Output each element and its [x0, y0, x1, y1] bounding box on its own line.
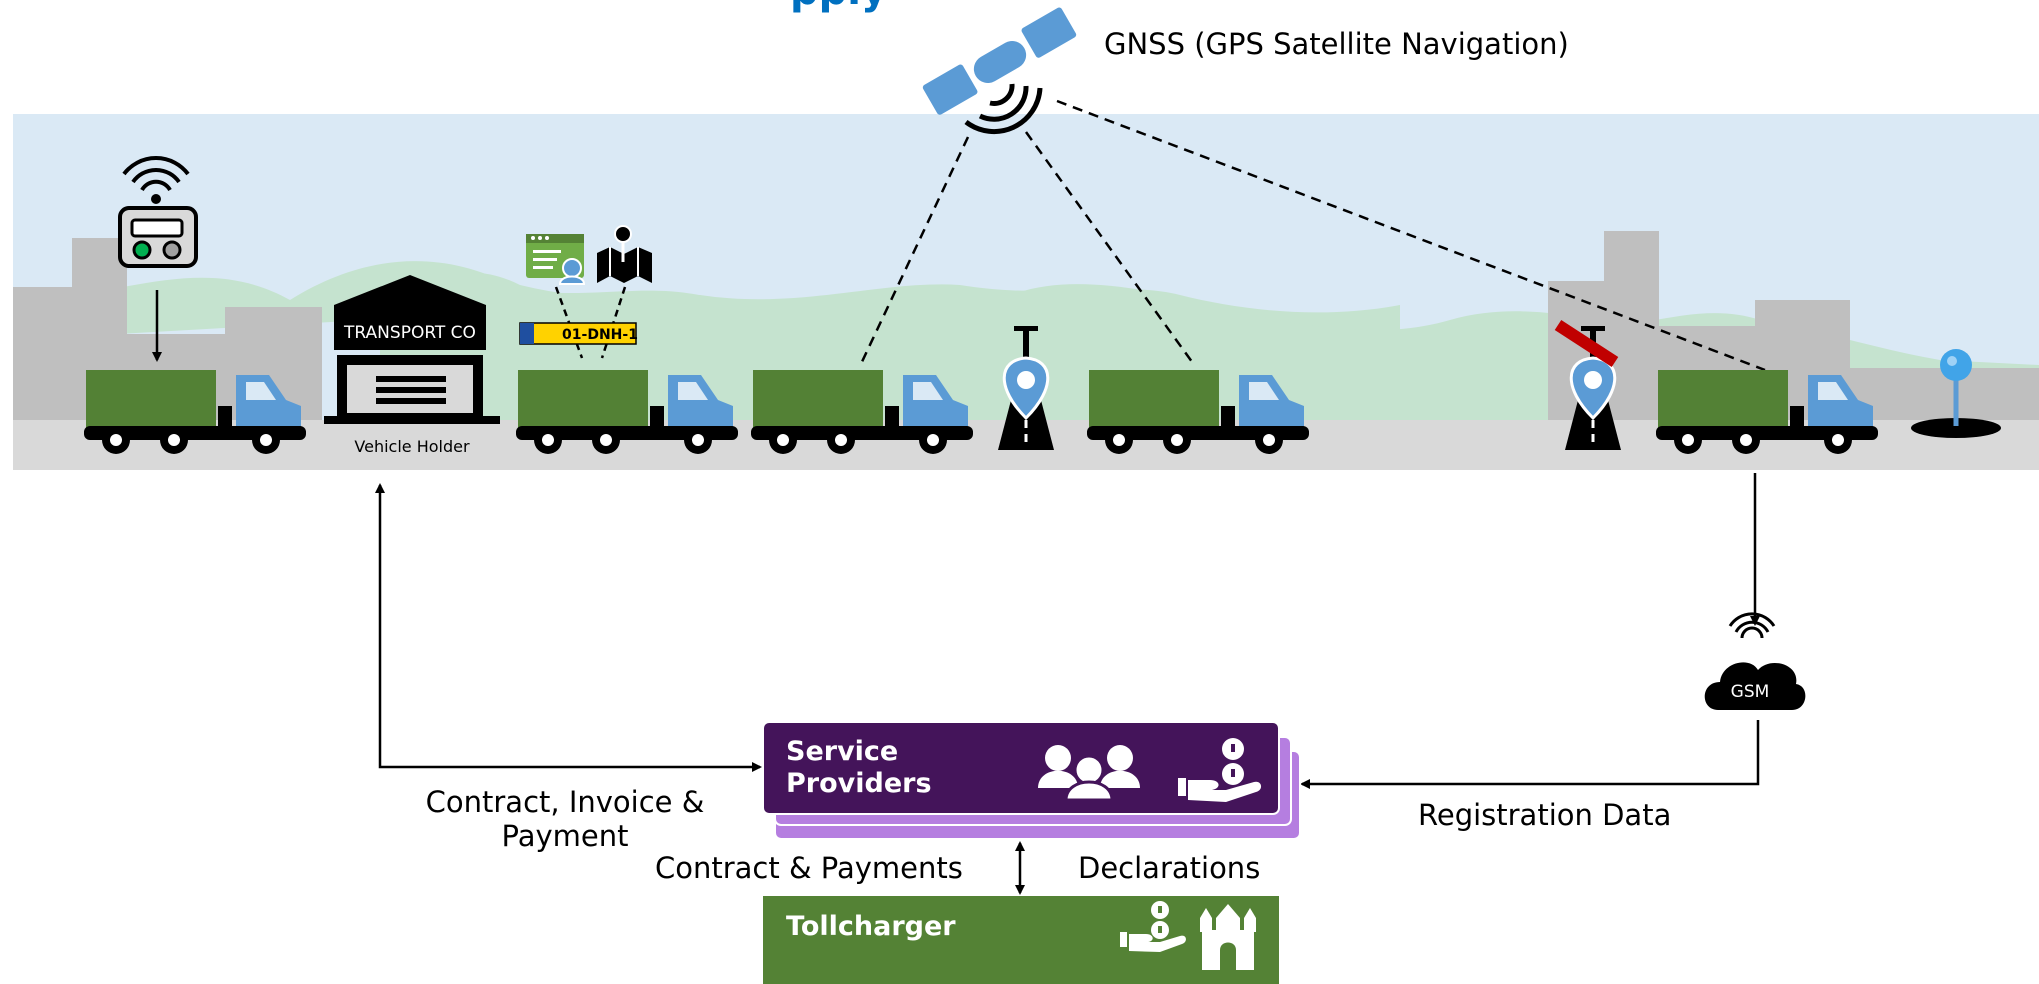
- people-icon: [1038, 745, 1140, 802]
- obu-device-icon: [118, 156, 198, 268]
- license-plate: 01-DNH-1: [519, 322, 638, 345]
- contract-payments-label: Contract & Payments: [655, 851, 963, 885]
- vehicle-holder-label: Vehicle Holder: [354, 437, 470, 456]
- gnss-links: [858, 99, 1766, 372]
- web-profile-icon: [526, 234, 586, 285]
- tollcharger-box: [763, 896, 1279, 984]
- service-providers-box: [762, 721, 1301, 840]
- registration-connector: [1300, 720, 1760, 789]
- satellite-icon: [922, 7, 1077, 134]
- service-providers-line1: Service: [786, 736, 898, 767]
- service-providers-line2: Providers: [786, 768, 932, 799]
- map-pin-icon: [597, 225, 652, 283]
- gsm-cloud-icon: [1704, 612, 1806, 710]
- gnss-label: GNSS (GPS Satellite Navigation): [1104, 27, 1569, 61]
- transport-co-sign: TRANSPORT CO: [343, 323, 476, 343]
- declarations-label: Declarations: [1078, 851, 1260, 885]
- tollcharger-label: Tollcharger: [786, 911, 956, 942]
- contract-connector: [375, 483, 762, 772]
- contract-invoice-label-line1: Contract, Invoice &: [426, 785, 705, 819]
- barrier-red: [1554, 319, 1619, 368]
- title-fragment: pply: [790, 0, 887, 14]
- hand-coin-icon: [1178, 738, 1262, 802]
- warehouse-icon: [324, 275, 500, 424]
- hand-coin-icon: [1120, 901, 1186, 952]
- svg-text:01-DNH-1: 01-DNH-1: [562, 327, 638, 343]
- location-pin-icon: [1911, 349, 2001, 438]
- contract-invoice-label-line2: Payment: [502, 819, 629, 853]
- registration-data-label: Registration Data: [1418, 798, 1671, 832]
- gsm-label: GSM: [1731, 682, 1770, 702]
- castle-icon: [1200, 904, 1256, 970]
